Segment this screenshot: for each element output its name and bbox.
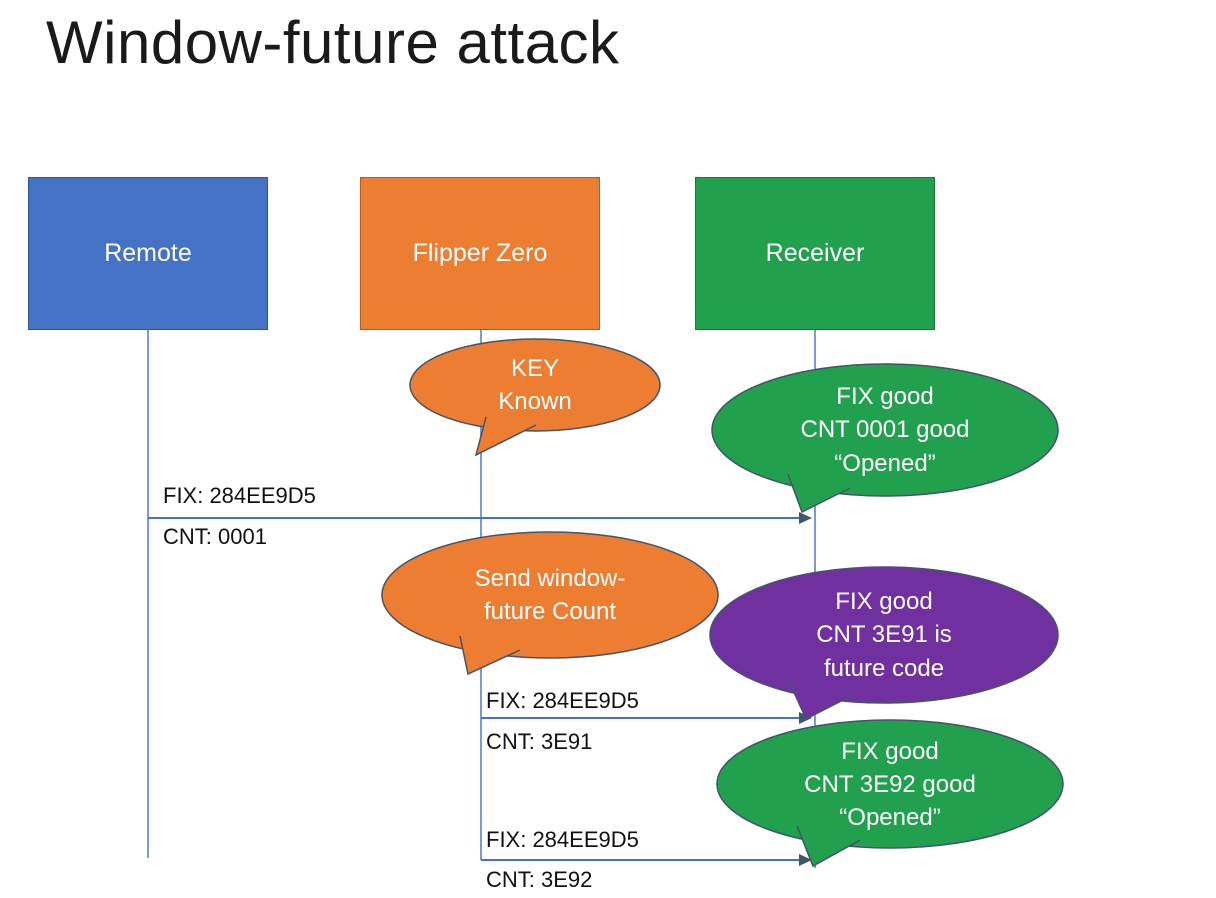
actor-label-receiver: Receiver xyxy=(765,239,865,267)
arrowhead-icon xyxy=(799,512,812,524)
callout-text-line: Known xyxy=(498,388,572,415)
actor-box-remote: Remote xyxy=(28,177,268,330)
speech-bubble-icon xyxy=(716,719,1064,868)
callout-tail xyxy=(787,678,854,721)
message-3-cnt-label: CNT: 3E92 xyxy=(486,867,593,892)
actor-label-remote: Remote xyxy=(104,239,192,267)
callout-text-line: FIX good xyxy=(836,383,934,411)
callout-text-line: Send window- xyxy=(474,564,626,592)
lifeline-remote xyxy=(147,330,149,858)
message-arrow-3-line xyxy=(481,859,799,861)
message-arrow-2-line xyxy=(481,717,799,719)
callout-ellipse xyxy=(409,338,661,432)
callout-text-line: “Opened” xyxy=(834,449,936,477)
actor-label-flipper-zero: Flipper Zero xyxy=(412,239,548,267)
speech-bubble-icon xyxy=(409,338,661,457)
message-2-fix-label: FIX: 284EE9D5 xyxy=(486,688,639,713)
callout-text-line: CNT 3E91 is xyxy=(816,621,952,649)
callout-cnt-3e92-good: FIX good CNT 3E92 good “Opened” xyxy=(715,718,1065,868)
message-arrow-1 xyxy=(148,511,812,525)
callout-text-line: KEY xyxy=(510,354,560,382)
speech-bubble-icon xyxy=(709,566,1059,721)
actor-box-flipper-zero: Flipper Zero xyxy=(360,177,600,330)
callout-tail xyxy=(474,416,537,457)
callout-text-line: future Count xyxy=(483,598,617,625)
callout-key-known: KEY Known xyxy=(408,337,662,457)
callout-text-line: CNT 0001 good xyxy=(800,416,970,444)
message-1-cnt-label: CNT: 0001 xyxy=(163,524,267,549)
callout-ellipse xyxy=(711,363,1059,497)
callout-text-line: “Opened” xyxy=(839,804,941,832)
message-2-cnt-label: CNT: 3E91 xyxy=(486,729,593,754)
callout-text-line: FIX good xyxy=(835,588,933,616)
callout-text-line: CNT 3E92 good xyxy=(804,770,976,798)
message-3-fix-label: FIX: 284EE9D5 xyxy=(486,827,639,852)
speech-bubble-icon xyxy=(711,363,1059,514)
callout-ellipse xyxy=(709,566,1059,704)
callout-tail xyxy=(787,473,851,514)
callout-text-line: FIX good xyxy=(841,737,939,765)
callout-tail xyxy=(459,635,521,676)
message-arrow-1-line xyxy=(148,517,799,519)
message-1-fix-label: FIX: 284EE9D5 xyxy=(163,483,316,508)
slide-title: Window-future attack xyxy=(46,9,620,76)
speech-bubble-icon xyxy=(381,531,719,676)
callout-cnt-0001-good: FIX good CNT 0001 good “Opened” xyxy=(710,362,1060,514)
callout-tail xyxy=(796,825,861,868)
callout-ellipse xyxy=(381,531,719,659)
callout-cnt-3e91-future-code: FIX good CNT 3E91 is future code xyxy=(708,565,1060,721)
actor-box-receiver: Receiver xyxy=(695,177,935,330)
callout-ellipse xyxy=(716,719,1064,849)
callout-send-window-future-count: Send window- future Count xyxy=(380,530,720,676)
callout-text-line: future code xyxy=(823,654,945,682)
